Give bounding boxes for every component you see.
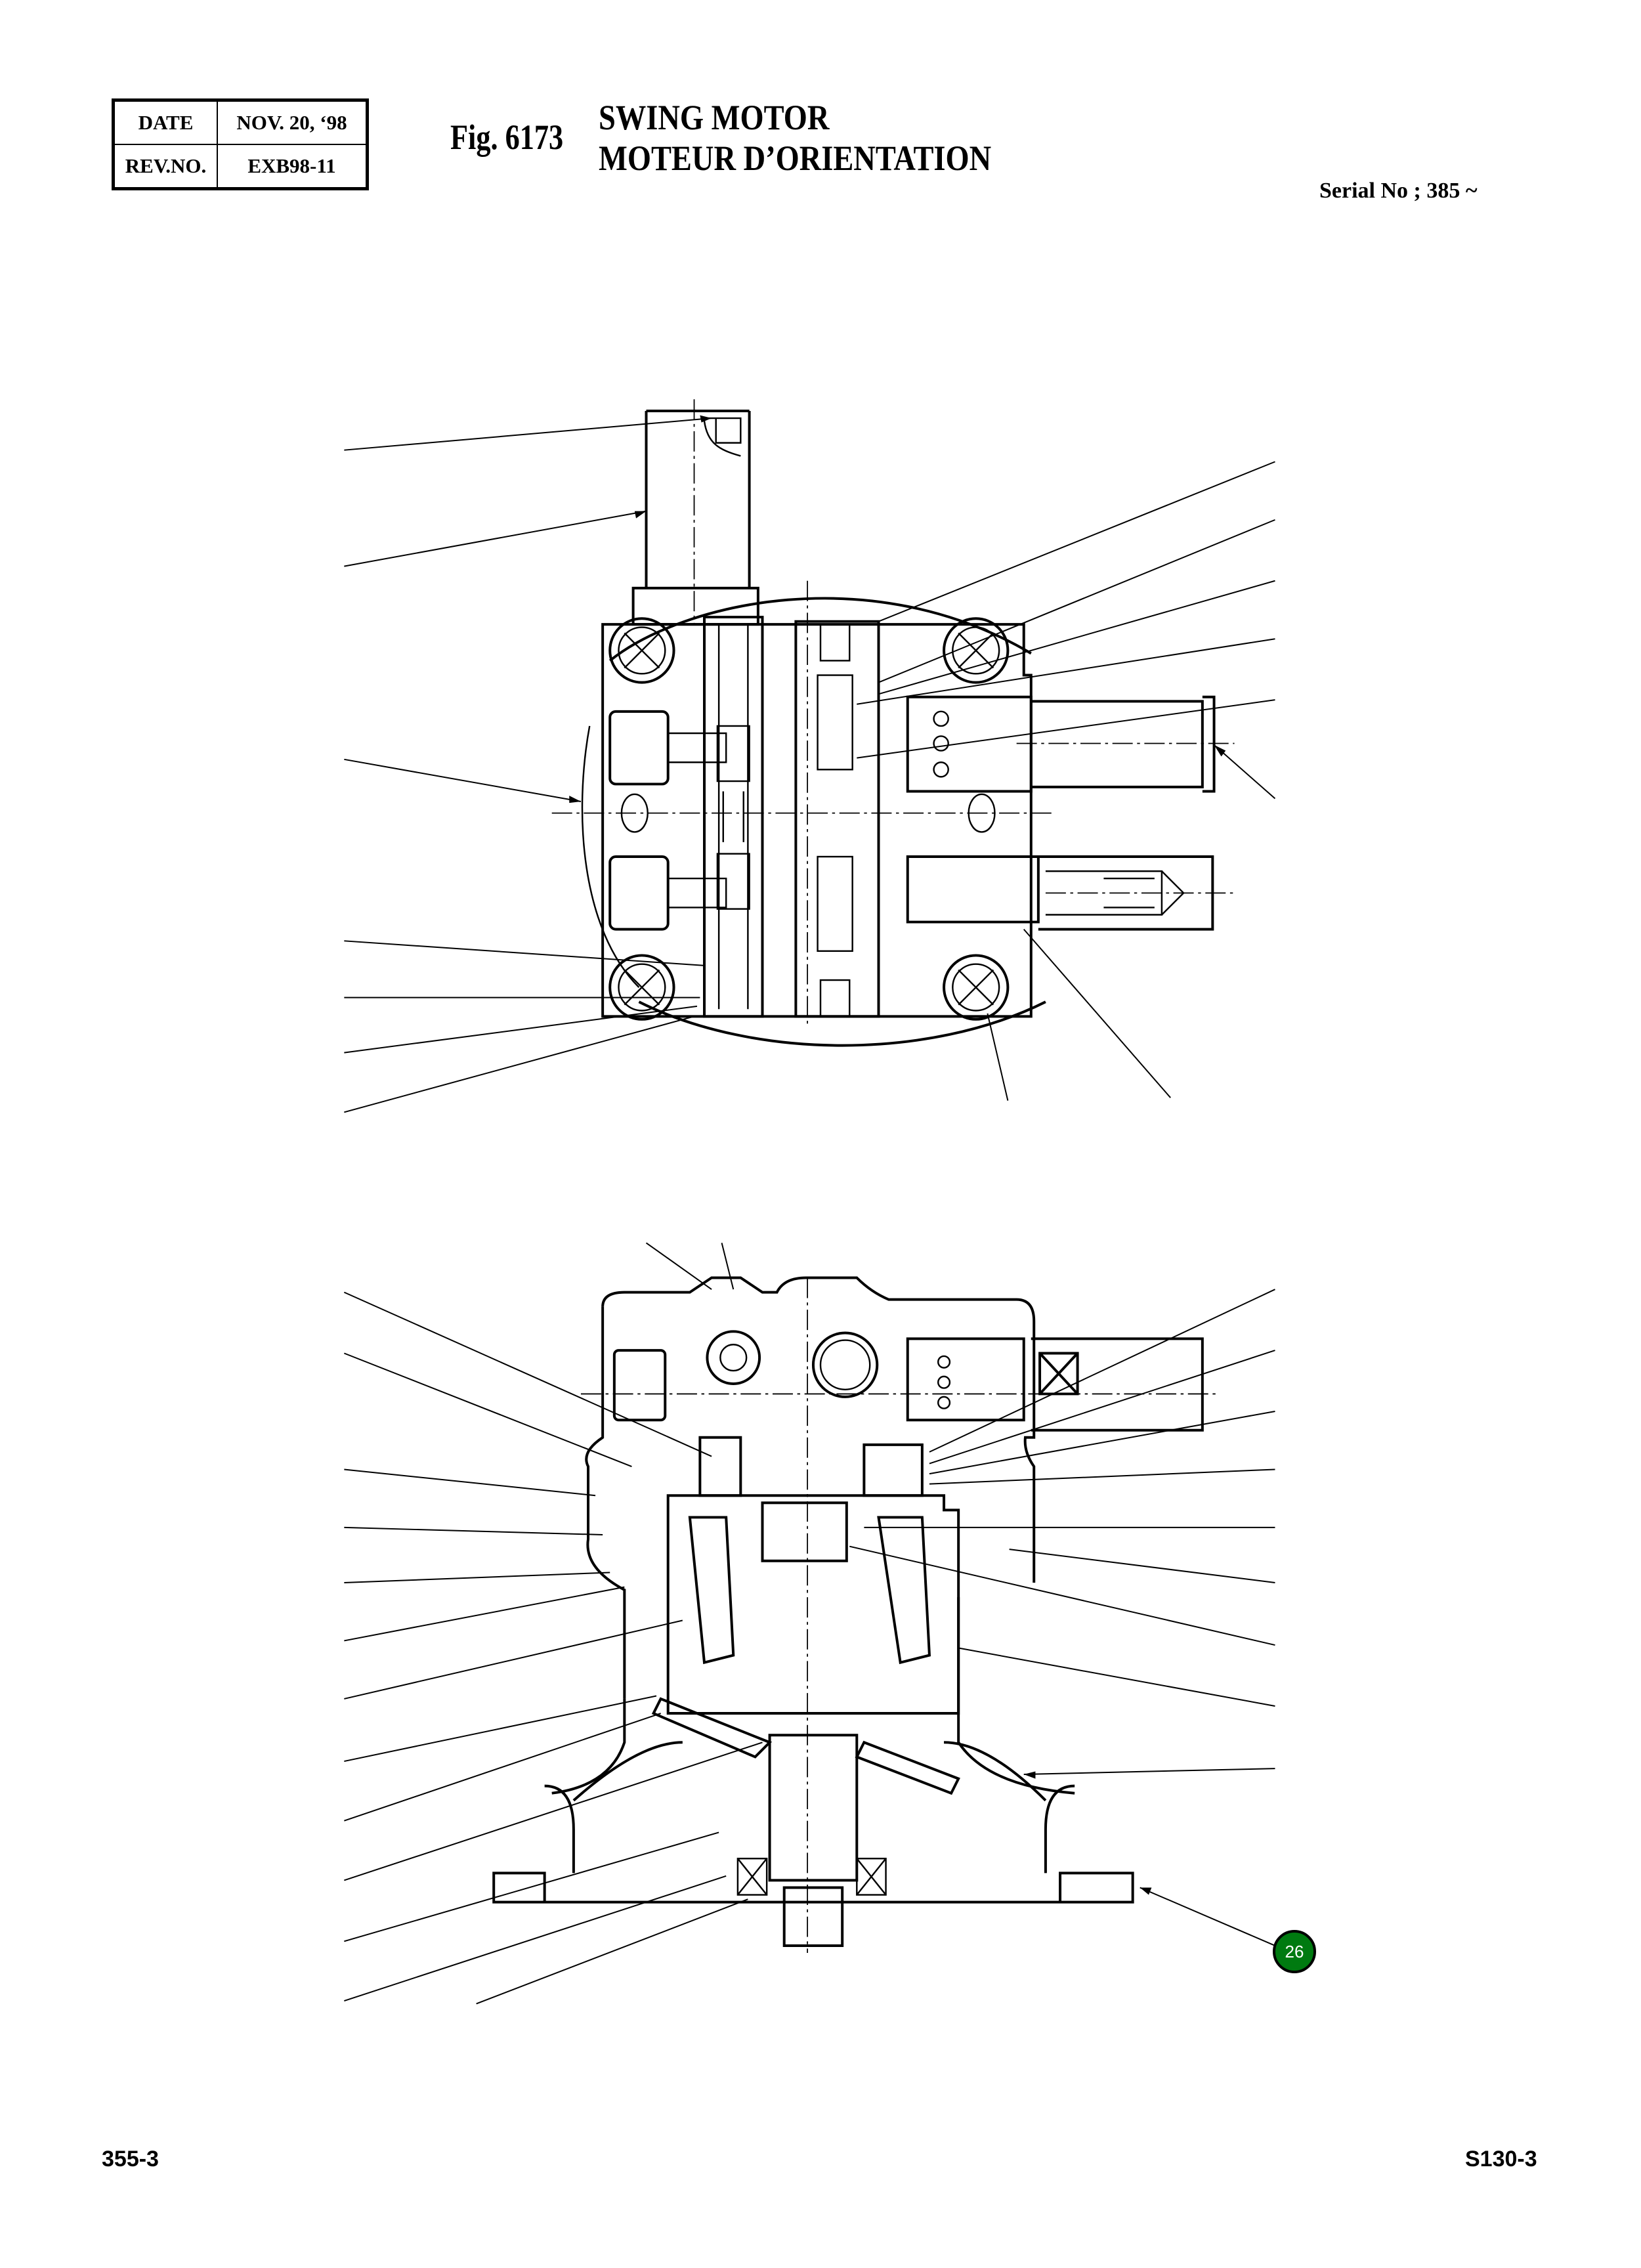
arrowhead-icons (1023, 1771, 1152, 1895)
rev-label: REV.NO. (112, 144, 218, 190)
arrowhead-icons (569, 415, 1226, 803)
rev-value: EXB98-11 (217, 144, 368, 190)
revision-table: DATE NOV. 20, ‘98 REV.NO. EXB98-11 (112, 98, 369, 190)
top-section-view (344, 399, 1276, 1113)
date-label: DATE (112, 99, 218, 145)
serial-range: Serial No ; 385 ~ (1319, 179, 1478, 203)
page-number-right: S130-3 (1465, 2147, 1537, 2172)
date-value: NOV. 20, ‘98 (217, 99, 368, 145)
page-number-left: 355-3 (102, 2147, 159, 2172)
bottom-section-view (343, 1242, 1275, 2005)
bolt-icons (608, 617, 1010, 1021)
page-title-english: SWING MOTOR (599, 98, 830, 137)
figure-number: Fig. 6173 (450, 118, 564, 157)
page-title-french: MOTEUR D’ORIENTATION (599, 139, 992, 178)
callout-badge-26[interactable]: 26 (1273, 1930, 1316, 1973)
